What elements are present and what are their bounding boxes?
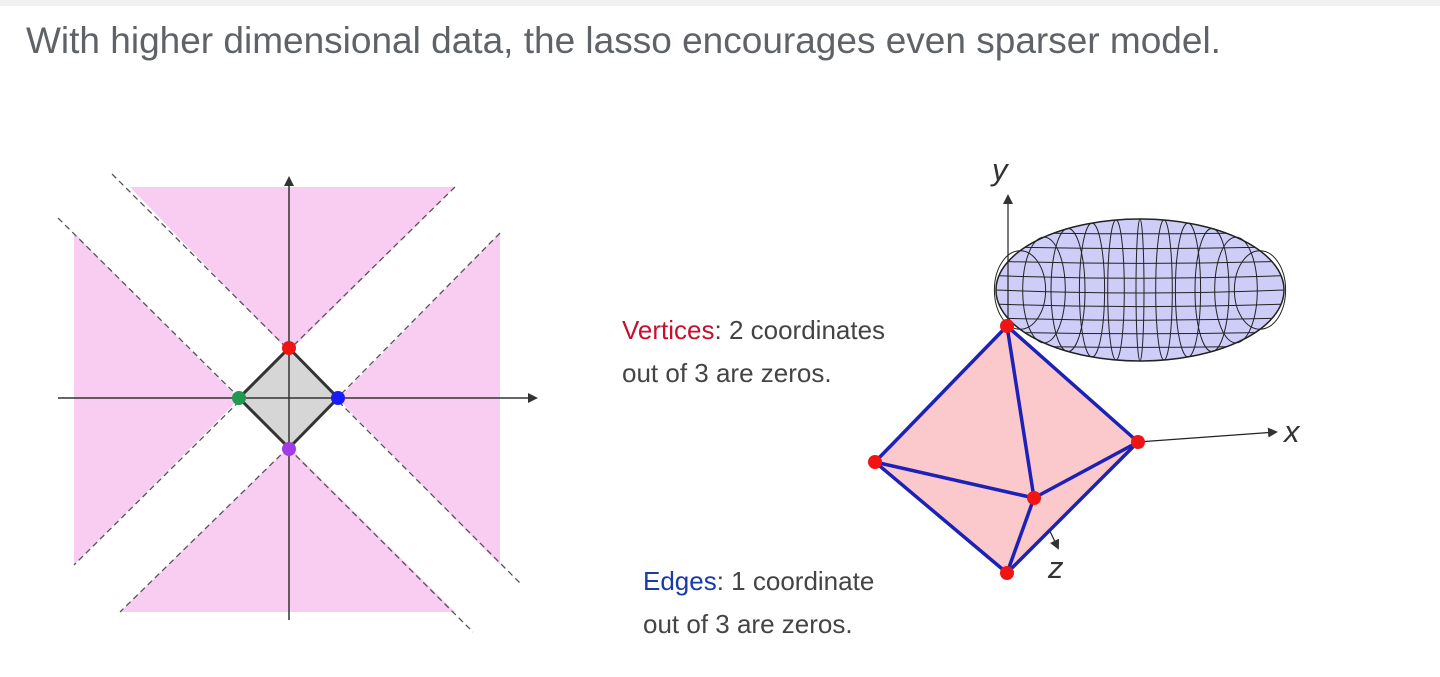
vertex-right-blue: [331, 391, 345, 405]
ellipsoid-body: [995, 218, 1285, 362]
ellipsoid-meridian: [1214, 236, 1258, 344]
pink-region-right: [338, 233, 500, 565]
vertices-caption: Vertices: 2 coordinates out of 3 are zer…: [622, 309, 885, 395]
vertex-left-green: [232, 391, 246, 405]
ellipsoid: [993, 218, 1287, 362]
ellipsoid-meridian: [1233, 250, 1287, 330]
ellipsoid-meridian: [1107, 219, 1125, 361]
octa-vertex-top: [1000, 319, 1014, 333]
vertices-key: Vertices: [622, 315, 715, 345]
octahedron-edge-right-front: [1033, 440, 1139, 500]
ellipsoid-meridian: [1050, 228, 1086, 352]
octa-vertex-left: [868, 455, 882, 469]
ellipsoid-parallel: [1007, 317, 1273, 321]
octahedron-edge-left-front: [874, 460, 1035, 500]
octahedron: [868, 319, 1145, 580]
octa-vertex-bottom: [1000, 566, 1014, 580]
ellipsoid-meridian: [1174, 222, 1202, 358]
ellipsoid-meridian: [993, 250, 1047, 330]
y-axis-label: y: [992, 152, 1008, 187]
octa-vertex-right: [1131, 435, 1145, 449]
octa-vertex-front: [1027, 491, 1041, 505]
ellipsoid-meridian: [1022, 236, 1066, 344]
octahedron-edge-top-front: [1005, 325, 1036, 499]
vertices-line-2: out of 3 are zeros.: [622, 358, 832, 388]
vertex-top-red: [282, 341, 296, 355]
ellipsoid-meridian: [1135, 218, 1145, 362]
vertices-line-1: Vertices: 2 coordinates: [622, 309, 885, 352]
vertices-text-1: : 2 coordinates: [714, 315, 886, 345]
vertex-bottom-purple: [282, 442, 296, 456]
ellipsoid-meridian: [1078, 222, 1106, 358]
sparse-solution-regions: [74, 187, 500, 612]
edges-text-1: : 1 coordinate: [716, 566, 875, 596]
ellipsoid-parallel: [998, 303, 1282, 308]
octahedron-edge-bottom-front: [1005, 497, 1036, 574]
slide-title: With higher dimensional data, the lasso …: [26, 20, 1221, 61]
pink-region-left: [74, 233, 239, 565]
ellipsoid-meridian: [1155, 219, 1173, 361]
octahedron-body: [875, 326, 1138, 573]
ellipsoid-parallel: [998, 275, 1282, 279]
x-axis-label: x: [1284, 414, 1300, 449]
ellipsoid-parallel: [1053, 232, 1227, 235]
ellipsoid-parallel: [1007, 261, 1273, 264]
top-bar: [0, 0, 1440, 6]
lasso-3d-diagram: [868, 194, 1287, 580]
ellipsoid-parallel: [1024, 332, 1256, 335]
ellipsoid-parallel: [995, 289, 1285, 294]
ellipsoid-meridian: [1194, 228, 1230, 352]
ellipsoid-parallel: [1053, 346, 1227, 348]
edges-line-2: out of 3 are zeros.: [643, 609, 853, 639]
pink-region-bottom: [120, 447, 455, 612]
edges-key: Edges: [643, 566, 717, 596]
x-axis: [1137, 427, 1278, 443]
z-axis-label: z: [1048, 550, 1064, 585]
edges-caption: Edges: 1 coordinate out of 3 are zeros.: [643, 560, 874, 646]
pink-region-top: [130, 187, 455, 352]
edges-line-1: Edges: 1 coordinate: [643, 560, 874, 603]
ellipsoid-parallel: [1024, 246, 1256, 250]
